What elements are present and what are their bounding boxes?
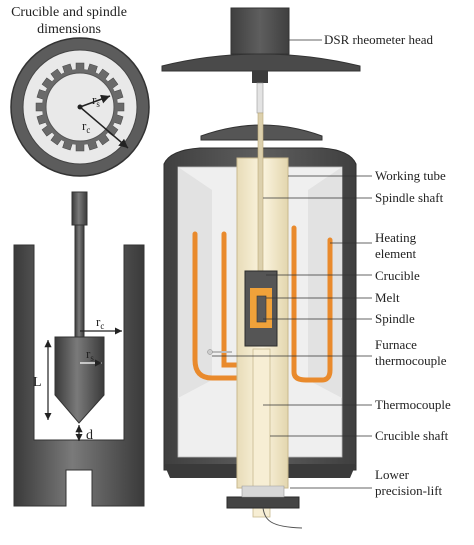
label-precision-lift-line-2: precision-lift [375,483,443,498]
drive-rod [256,82,264,114]
thermocouple-wire [262,507,303,529]
gap-label: d [86,428,93,443]
label-furnace-thermocouple-line-2: thermocouple [375,353,447,368]
title-line-1: Crucible and spindle [11,5,127,20]
rc-arrow [79,106,129,149]
rheometer-head-body [230,7,290,55]
label-heating-element-line-1: Heating [375,230,417,245]
spindle-shaft-upper [71,191,88,226]
spindle-shaft-lower [74,224,85,338]
length-label: L [33,375,42,390]
top-rc-label: rc [82,118,90,135]
label-thermocouple: Thermocouple [375,397,451,412]
lift-adapter [241,485,285,498]
top-view: rs rc [10,37,150,177]
label-heating-element-line-2: element [375,246,417,261]
top-rs-label: rs [92,92,100,109]
heating-element-left [192,231,239,381]
label-crucible-shaft: Crucible shaft [375,428,449,443]
label-spindle: Spindle [375,311,415,326]
heating-element-right [291,225,333,383]
spindle-body [54,336,105,424]
spindle [256,295,267,323]
label-crucible: Crucible [375,268,420,283]
rheometer-head [161,7,361,114]
crucible-section [13,244,145,507]
rs-arrow [79,94,111,108]
label-spindle-shaft: Spindle shaft [375,190,444,205]
label-working-tube: Working tube [375,168,446,183]
label-rheometer-head: DSR rheometer head [324,32,434,47]
furnace [163,112,357,529]
label-furnace-thermocouple-line-1: Furnace [375,337,417,352]
side-view: rc rs L d [13,191,145,507]
callout-labels: DSR rheometer head Working tube Spindle … [324,32,451,498]
side-rs-label: rs [86,346,94,363]
rheometer-coupling [252,71,268,83]
title-line-2: dimensions [37,22,101,37]
rheometer-head-flange [161,53,361,72]
spindle-shaft-rod [257,112,264,272]
label-melt: Melt [375,290,400,305]
leader-lines [212,39,372,489]
furnace-interior-shade-right [308,167,342,398]
side-rc-label: rc [96,314,104,331]
precision-lift [226,496,300,509]
label-lower-line-1: Lower [375,467,410,482]
furnace-thermocouple-tip [207,349,213,355]
crucible-shaft [252,348,271,518]
